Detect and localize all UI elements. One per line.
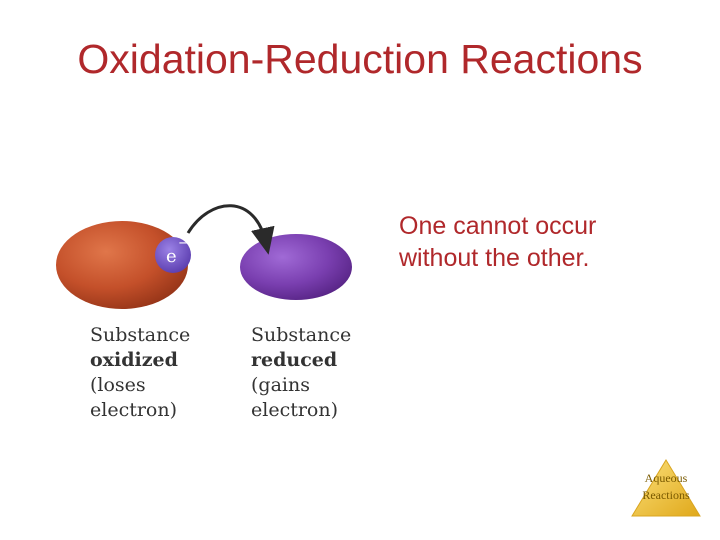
reduced-caption-line4: electron) <box>251 399 339 421</box>
reduced-caption-line1: Substance <box>251 324 352 346</box>
electron-icon <box>155 237 191 273</box>
redox-diagram: e − Substance oxidized (loses electron) … <box>50 195 370 435</box>
statement-line-1: One cannot occur <box>399 212 597 240</box>
aqueous-reactions-badge[interactable]: Aqueous Reactions <box>630 458 702 518</box>
reduced-substance-blob <box>240 234 352 300</box>
statement-line-2: without the other. <box>399 244 590 272</box>
slide-title: Oxidation-Reduction Reactions <box>77 36 643 82</box>
electron-charge: − <box>178 236 189 251</box>
reduced-caption: Substance reduced (gains electron) <box>251 323 351 423</box>
reduced-caption-line3: (gains <box>251 374 310 396</box>
oxidized-caption-line4: electron) <box>90 399 178 421</box>
badge-line1: Aqueous <box>644 471 688 485</box>
oxidized-caption-line1: Substance <box>90 324 191 346</box>
triangle-icon <box>631 459 701 517</box>
badge-text: Aqueous Reactions <box>630 470 702 504</box>
electron-label: e <box>166 246 177 267</box>
oxidized-caption-line2: oxidized <box>90 349 178 371</box>
badge-line2: Reactions <box>642 488 690 502</box>
statement-text: One cannot occur without the other. <box>399 210 596 274</box>
electron-transfer-arrow <box>186 204 275 255</box>
redox-illustration: e − <box>56 204 352 309</box>
reduced-caption-line2: reduced <box>251 349 338 371</box>
oxidized-caption-line3: (loses <box>90 374 146 396</box>
oxidized-substance-blob <box>56 221 188 309</box>
oxidized-caption: Substance oxidized (loses electron) <box>90 323 190 423</box>
